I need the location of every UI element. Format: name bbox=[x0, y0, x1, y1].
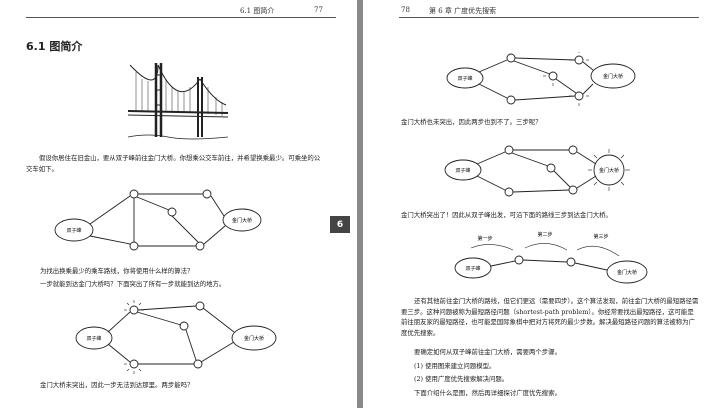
header-rule-right bbox=[399, 17, 699, 18]
question-one-step: 一步就能到达金门大桥吗？下面突出了所有一步就能到达的地方。 bbox=[40, 280, 226, 288]
step-three-label: 第三步 bbox=[593, 233, 608, 240]
question-algorithm: 为找出换乘最少的乘车路线，你将使用什么样的算法？ bbox=[40, 267, 194, 275]
page-number: 77 bbox=[314, 6, 323, 14]
two-step-conclusion: 金门大桥也未突出，因此两步也到不了。三步呢？ bbox=[401, 118, 542, 126]
paragraph-two-steps: 要确定如何从双子峰前往金门大桥，需要两个步骤。 bbox=[414, 348, 561, 356]
one-step-conclusion: 金门大桥未突出，因此一步无法到达那里。两步能吗？ bbox=[40, 381, 194, 389]
end-node-label-5: 金门大桥 bbox=[617, 269, 637, 276]
right-page: 78 第 6 章 广度优先搜索 双子峰 金门大 bbox=[363, 0, 720, 408]
two-step-graph: 双子峰 金门大桥 bbox=[446, 52, 636, 106]
running-header-chapter: 第 6 章 广度优先搜索 bbox=[429, 7, 497, 15]
one-step-graph: 双子峰 金门大桥 bbox=[75, 300, 277, 374]
section-title: 6.1 图简介 bbox=[26, 40, 83, 53]
three-step-graph: 双子峰 金门大桥 bbox=[444, 145, 630, 197]
start-node-label-2: 双子峰 bbox=[86, 335, 101, 342]
step-one-label: 第一步 bbox=[477, 235, 492, 242]
header-rule bbox=[26, 17, 336, 18]
paragraph-intro: 假设你居住在旧金山，要从双子峰前往金门大桥。你想乘公交车前往，并希望换乘最少。可… bbox=[26, 154, 321, 173]
shortest-route-graph: 第一步 第二步 第三步 双子峰 金门大桥 bbox=[454, 231, 648, 284]
page-number-right: 78 bbox=[401, 6, 410, 14]
start-node-label-5: 双子峰 bbox=[465, 265, 480, 272]
running-header-section: 6.1 图简介 bbox=[240, 7, 275, 15]
paragraph-shortest-path: 还有其他前往金门大桥的路线，但它们更远（需要四步）。这个算法发现，前往金门大桥的… bbox=[401, 297, 699, 337]
step-list-2: (2) 使用广度优先搜索解决问题。 bbox=[414, 375, 509, 383]
bridge-illustration bbox=[128, 63, 228, 140]
step-list-1: (1) 使用图来建立问题模型。 bbox=[414, 362, 496, 370]
bus-route-graph: 双子峰 金门大桥 bbox=[54, 189, 262, 251]
start-node-label-4: 双子峰 bbox=[455, 167, 470, 174]
end-node-label-4: 金门大桥 bbox=[599, 167, 619, 174]
paragraph-next: 下面介绍什么是图，然后再详细探讨广度优先搜索。 bbox=[414, 389, 561, 397]
end-node-label-3: 金门大桥 bbox=[603, 73, 623, 80]
start-node-label: 双子峰 bbox=[66, 227, 81, 234]
start-node-label-3: 双子峰 bbox=[457, 75, 472, 82]
chapter-tab[interactable]: 6 bbox=[330, 216, 350, 233]
three-step-conclusion: 金门大桥突出了！因此从双子峰出发，可沿下面的路线三步到达金门大桥。 bbox=[401, 211, 612, 219]
end-node-label-2: 金门大桥 bbox=[244, 335, 264, 342]
left-page: 6.1 图简介 77 6.1 图简介 bbox=[0, 0, 357, 408]
end-node-label: 金门大桥 bbox=[232, 217, 252, 224]
step-two-label: 第二步 bbox=[537, 231, 552, 238]
